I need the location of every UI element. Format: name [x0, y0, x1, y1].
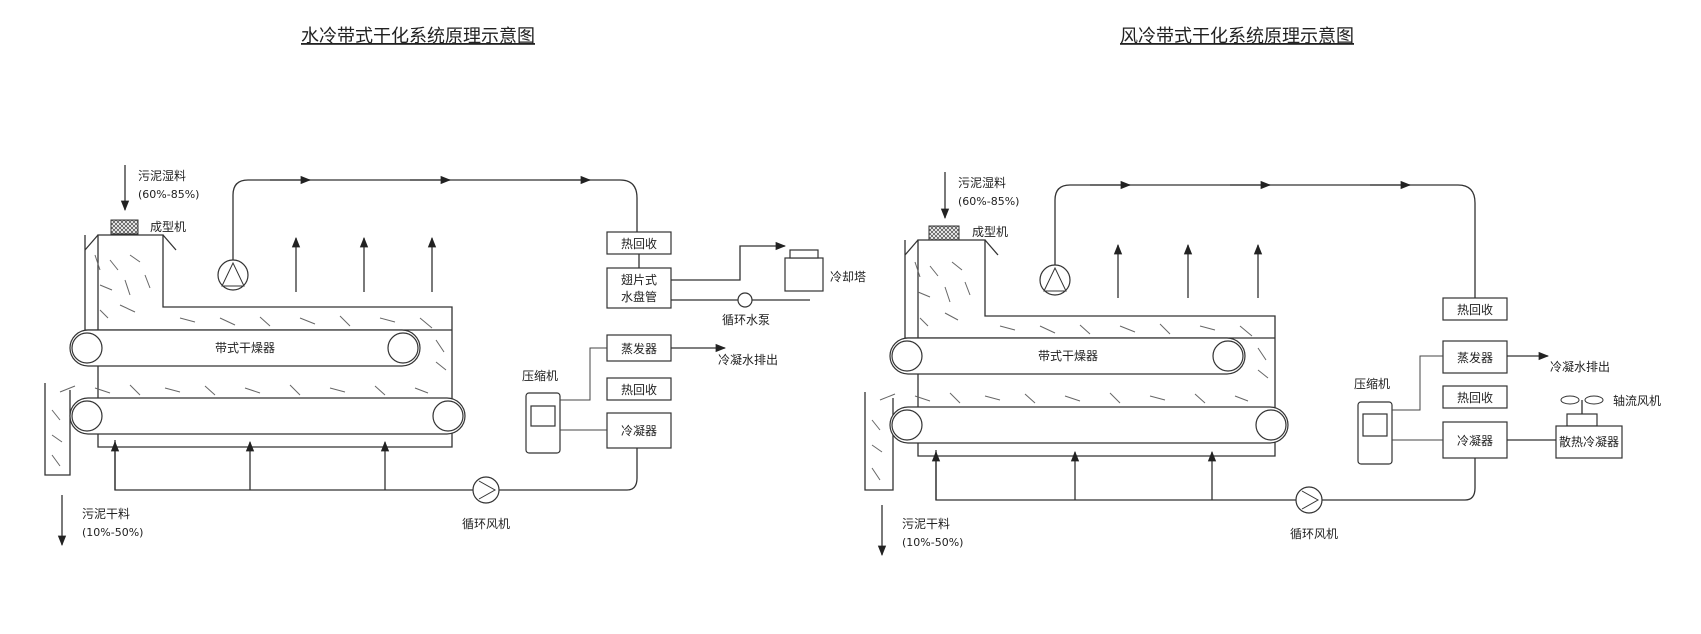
cooling-tower-label: 冷却塔 [830, 270, 866, 284]
belt-dryer-label: 带式干燥器 [1038, 349, 1098, 363]
pump-label: 循环水泵 [722, 313, 770, 327]
heat-recovery-mid-box [1442, 385, 1508, 409]
sludge-hatching [51, 254, 447, 467]
circulation-fan-icon [1295, 486, 1323, 514]
heat-recovery-mid-label: 热回收 [1457, 391, 1493, 405]
former-icon [110, 219, 139, 235]
heat-recovery-mid-label: 热回收 [621, 383, 657, 397]
feed-label: 污泥湿料 [138, 168, 186, 183]
evaporator-box [1442, 340, 1508, 374]
radiator-condenser-box [1555, 425, 1623, 459]
lower-belt [69, 397, 466, 435]
discharge-chute [864, 392, 894, 491]
upper-belt [889, 337, 1246, 375]
fin-coil-line1: 翅片式 [621, 272, 657, 287]
fin-coil-line2: 水盘管 [621, 289, 657, 304]
output-moisture: (10%-50%) [902, 536, 963, 549]
fan-label: 循环风机 [1290, 527, 1338, 541]
upper-roller-right [1212, 340, 1244, 372]
air-cooled-diagram: 风冷带式干化系统原理示意图 污泥湿料 (60%-85%) 成型机 带式干燥器 [864, 26, 1661, 557]
heat-recovery-mid-box [606, 377, 672, 401]
top-air-loop [232, 179, 638, 260]
condenser-label: 冷凝器 [1457, 433, 1493, 448]
axial-fan-icon [1560, 395, 1604, 427]
condenser-label: 冷凝器 [621, 423, 657, 438]
heat-recovery-top-label: 热回收 [621, 237, 657, 251]
evaporator-label: 蒸发器 [1457, 350, 1493, 365]
upper-roller-left [71, 332, 103, 364]
sludge-hatching [871, 261, 1269, 481]
upper-roller-right [387, 332, 419, 364]
lower-roller-left [891, 409, 923, 441]
condensate-label: 冷凝水排出 [1550, 359, 1610, 374]
evaporator-label: 蒸发器 [621, 341, 657, 356]
dryer-hood-left [904, 240, 1275, 339]
dryer-hood-left [84, 235, 452, 331]
circulation-fan-icon [472, 476, 500, 504]
fan-label: 循环风机 [462, 517, 510, 531]
top-fan-icon [217, 259, 249, 291]
compressor-label: 压缩机 [522, 368, 558, 383]
former-icon [928, 225, 960, 241]
output-label: 污泥干料 [902, 517, 950, 531]
diagram-title: 风冷带式干化系统原理示意图 [1120, 26, 1354, 47]
output-moisture: (10%-50%) [82, 526, 143, 539]
diagram-title: 水冷带式干化系统原理示意图 [301, 26, 535, 47]
cooling-water-supply [671, 241, 787, 281]
output-label: 污泥干料 [82, 507, 130, 521]
former-label: 成型机 [150, 220, 186, 234]
upper-roller-left [891, 340, 923, 372]
feed-label: 污泥湿料 [958, 175, 1006, 190]
lower-roller-right [432, 400, 464, 432]
radiator-condenser-label: 散热冷凝器 [1559, 434, 1619, 449]
compressor-label: 压缩机 [1354, 376, 1390, 391]
lower-roller-right [1255, 409, 1287, 441]
belt-dryer-label: 带式干燥器 [215, 341, 275, 355]
fin-coil-box [606, 267, 672, 309]
pump-icon [737, 292, 753, 308]
heat-recovery-top-label: 热回收 [1457, 303, 1493, 317]
discharge-chute [44, 383, 71, 476]
bottom-air-loop [935, 450, 1296, 501]
water-cooled-diagram: 水冷带式干化系统原理示意图 污泥湿料 (60%-85%) 成型机 [44, 26, 866, 547]
feed-moisture: (60%-85%) [138, 188, 199, 201]
lower-belt [889, 406, 1289, 444]
axial-fan-label: 轴流风机 [1613, 393, 1661, 408]
lower-roller-left [71, 400, 103, 432]
evaporator-box [606, 334, 672, 362]
condensate-label: 冷凝水排出 [718, 352, 778, 367]
cooling-tower-icon [784, 257, 824, 292]
top-fan-icon [1039, 264, 1071, 296]
former-label: 成型机 [972, 225, 1008, 239]
feed-moisture: (60%-85%) [958, 195, 1019, 208]
upper-belt [69, 329, 421, 367]
heat-recovery-top-box [1442, 297, 1508, 321]
